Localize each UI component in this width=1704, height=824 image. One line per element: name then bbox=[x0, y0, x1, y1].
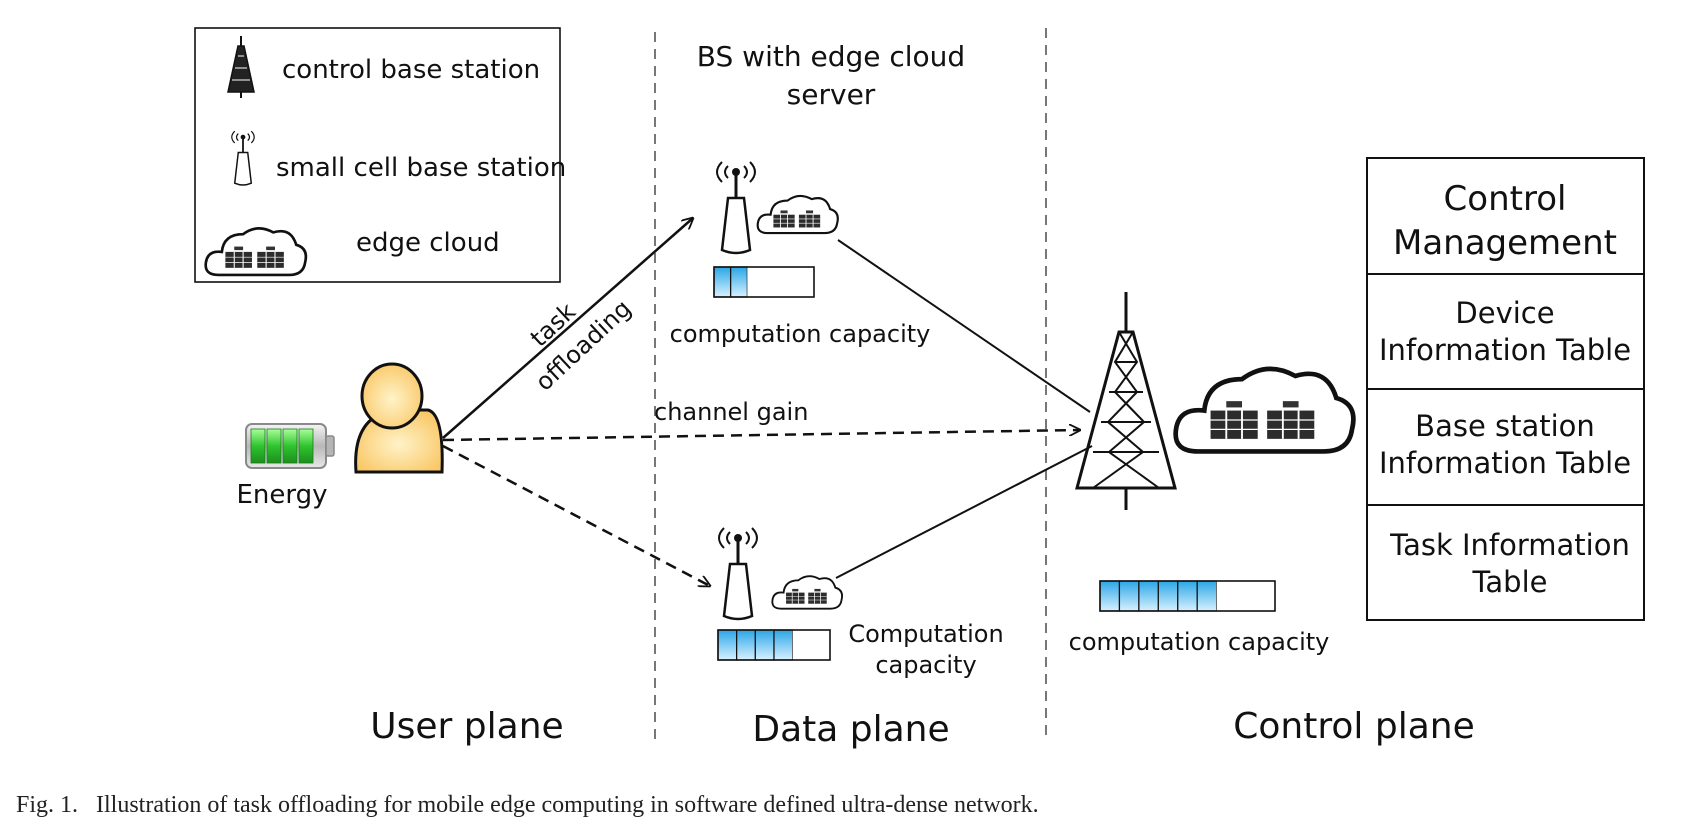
links bbox=[442, 218, 1093, 586]
control-capacity-segment bbox=[1177, 580, 1198, 612]
device-table-line-1: Device bbox=[1455, 296, 1554, 330]
top-bs-to-tower-link bbox=[837, 239, 1091, 413]
legend-edge-cloud-label: edge cloud bbox=[356, 228, 500, 258]
bottom-capacity-segment bbox=[754, 629, 775, 661]
figure-caption: Fig. 1. Illustration of task offloading … bbox=[16, 792, 1039, 818]
control-management-line-1: Control bbox=[1444, 179, 1567, 219]
control-capacity-segment bbox=[1099, 580, 1121, 612]
legend-box: control base station small cell base sta… bbox=[194, 27, 566, 283]
top-capacity-segment bbox=[747, 267, 764, 297]
top-capacity-segment bbox=[713, 266, 732, 298]
user-person-icon bbox=[354, 362, 444, 474]
control-edge-cloud-icon bbox=[1176, 369, 1354, 452]
channel-gain-label: channel gain bbox=[654, 398, 808, 426]
control-plane-label: Control plane bbox=[1233, 706, 1474, 747]
control-capacity-segment bbox=[1255, 581, 1275, 611]
bottom-bs-to-tower-link bbox=[835, 445, 1093, 579]
control-capacity-segment bbox=[1157, 580, 1179, 612]
channel-gain-arrow bbox=[442, 430, 1080, 442]
top-capacity-bar bbox=[713, 266, 815, 298]
top-capacity-label: computation capacity bbox=[670, 320, 931, 348]
top-small-cell-bs-icon bbox=[715, 160, 757, 255]
control-management-table: Control Management Device Information Ta… bbox=[1366, 157, 1645, 621]
control-tower-icon bbox=[1075, 290, 1177, 512]
user-plane-label: User plane bbox=[370, 706, 563, 747]
battery bbox=[245, 423, 335, 469]
top-capacity-segment bbox=[730, 266, 748, 298]
control-capacity-segment bbox=[1216, 581, 1237, 611]
battery-cell bbox=[298, 428, 314, 464]
battery-cell bbox=[250, 428, 266, 464]
legend-control-bs-label: control base station bbox=[282, 55, 540, 85]
control-capacity-segment bbox=[1236, 581, 1256, 611]
top-capacity-segment bbox=[797, 267, 814, 297]
bs-edge-cloud-title-2: server bbox=[787, 78, 876, 111]
bs-edge-cloud-title-1: BS with edge cloud bbox=[697, 40, 965, 73]
top-capacity-outline bbox=[713, 266, 815, 298]
bs-table-line-2: Information Table bbox=[1379, 446, 1631, 480]
control-capacity-segment bbox=[1138, 580, 1159, 612]
legend-small-cell-label: small cell base station bbox=[276, 153, 566, 183]
energy-label: Energy bbox=[236, 480, 327, 510]
data-plane-label: Data plane bbox=[752, 709, 949, 750]
battery-cell bbox=[266, 428, 282, 464]
control-capacity-label: computation capacity bbox=[1069, 628, 1330, 656]
task-table-line-1: Task Information bbox=[1389, 528, 1630, 562]
device-table-line-2: Information Table bbox=[1379, 333, 1631, 367]
control-capacity-bar bbox=[1099, 580, 1276, 612]
control-management-line-2: Management bbox=[1393, 223, 1617, 263]
task-table-line-2: Table bbox=[1472, 565, 1548, 599]
bottom-capacity-outline bbox=[717, 629, 831, 661]
control-capacity-outline bbox=[1099, 580, 1276, 612]
user-to-bottom-bs-arrow bbox=[442, 444, 710, 586]
bottom-capacity-label-1: Computation bbox=[848, 620, 1003, 648]
bottom-capacity-segment bbox=[717, 629, 738, 661]
bottom-capacity-segment bbox=[811, 630, 830, 660]
bottom-capacity-label-2: capacity bbox=[875, 651, 976, 679]
top-edge-cloud-icon bbox=[758, 196, 838, 233]
top-capacity-segment bbox=[764, 267, 781, 297]
bottom-small-cell-bs-icon bbox=[717, 526, 759, 621]
control-capacity-segment bbox=[1118, 580, 1140, 612]
top-capacity-segment bbox=[780, 267, 798, 297]
bottom-capacity-segment bbox=[773, 629, 794, 661]
bottom-edge-cloud-icon bbox=[772, 576, 842, 608]
bottom-capacity-segment bbox=[736, 629, 756, 661]
bottom-capacity-segment bbox=[792, 630, 812, 660]
battery-cell bbox=[282, 428, 298, 464]
bs-table-line-1: Base station bbox=[1415, 409, 1595, 443]
control-capacity-segment bbox=[1196, 580, 1218, 612]
task-offloading-arrow bbox=[442, 218, 693, 439]
battery-cells bbox=[250, 428, 314, 464]
bottom-capacity-bar bbox=[717, 629, 831, 661]
